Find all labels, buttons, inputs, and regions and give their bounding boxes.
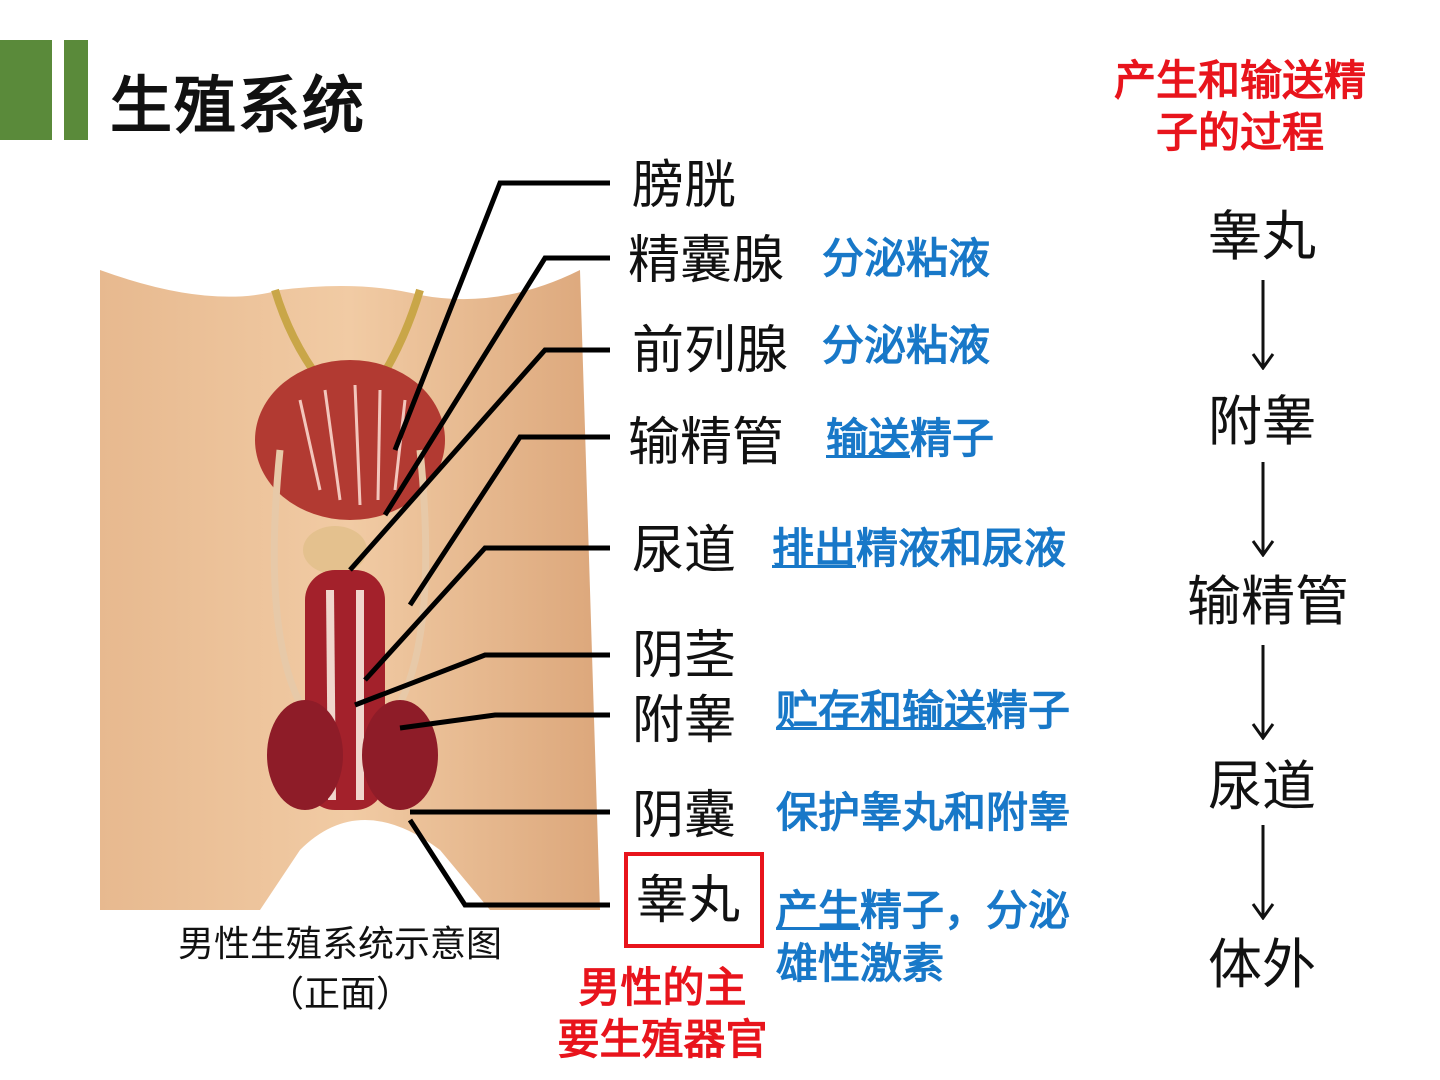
desc-text-underlined: 输送	[826, 414, 911, 463]
desc-text-underlined: 产生	[776, 886, 861, 935]
caption-line-2: （正面）	[267, 974, 412, 1015]
desc-text-line2: 雄性激素	[776, 938, 945, 988]
label-epididymis: 附睾	[632, 691, 737, 751]
desc-text: 分泌粘液	[822, 321, 991, 370]
process-step: 输精管	[1187, 570, 1349, 633]
testis-note: 男性的主 要生殖器官	[525, 962, 800, 1066]
label-testis: 睾丸	[636, 871, 741, 931]
process-step: 尿道	[1208, 755, 1316, 818]
page-title: 生殖系统	[110, 69, 367, 142]
desc-text: 精液和尿液	[856, 524, 1067, 573]
figure-caption: 男性生殖系统示意图 （正面）	[130, 920, 550, 1020]
desc-scrotum: 保护睾丸和附睾	[776, 792, 1070, 834]
label-seminal-vesicle: 精囊腺	[628, 231, 785, 291]
desc-text: 精子，分泌	[860, 886, 1071, 935]
label-penis: 阴茎	[632, 626, 737, 686]
desc-testis: 产生精子，分泌 雄性激素	[776, 885, 1070, 990]
process-title-line-2: 子的过程	[1155, 108, 1324, 157]
process-step: 体外	[1208, 933, 1316, 996]
desc-text: 精子	[986, 686, 1071, 735]
process-title-line-1: 产生和输送精	[1113, 56, 1366, 105]
process-step: 睾丸	[1208, 205, 1316, 268]
down-arrow-icon	[1251, 825, 1275, 920]
male-reproductive-illustration	[100, 270, 600, 910]
desc-text-underlined: 排出	[772, 524, 857, 573]
label-bladder: 膀胱	[632, 156, 737, 216]
desc-urethra: 排出精液和尿液	[772, 528, 1066, 570]
desc-vas-deferens: 输送精子	[826, 418, 994, 460]
desc-prostate: 分泌粘液	[822, 325, 990, 367]
title-accent-bar-thin	[64, 40, 88, 140]
label-prostate: 前列腺	[632, 321, 789, 381]
desc-epididymis: 贮存和输送精子	[776, 690, 1070, 732]
desc-text: 分泌粘液	[822, 234, 991, 283]
process-step: 附睾	[1208, 390, 1316, 453]
desc-text: 保护睾丸和附睾	[776, 788, 1071, 837]
desc-text-underlined: 贮存和输送	[776, 686, 987, 735]
down-arrow-icon	[1251, 462, 1275, 557]
process-title: 产生和输送精 子的过程	[1080, 55, 1400, 159]
label-scrotum: 阴囊	[632, 786, 737, 846]
caption-line-1: 男性生殖系统示意图	[177, 924, 502, 965]
note-line-2: 要生殖器官	[557, 1015, 768, 1064]
note-line-1: 男性的主	[578, 963, 747, 1012]
down-arrow-icon	[1251, 280, 1275, 370]
title-accent-bar	[0, 40, 52, 140]
label-urethra: 尿道	[632, 521, 737, 581]
down-arrow-icon	[1251, 645, 1275, 740]
desc-text: 精子	[910, 414, 995, 463]
testis-highlight-box	[624, 852, 764, 948]
desc-seminal-vesicle: 分泌粘液	[822, 238, 990, 280]
label-vas-deferens: 输精管	[628, 413, 785, 473]
